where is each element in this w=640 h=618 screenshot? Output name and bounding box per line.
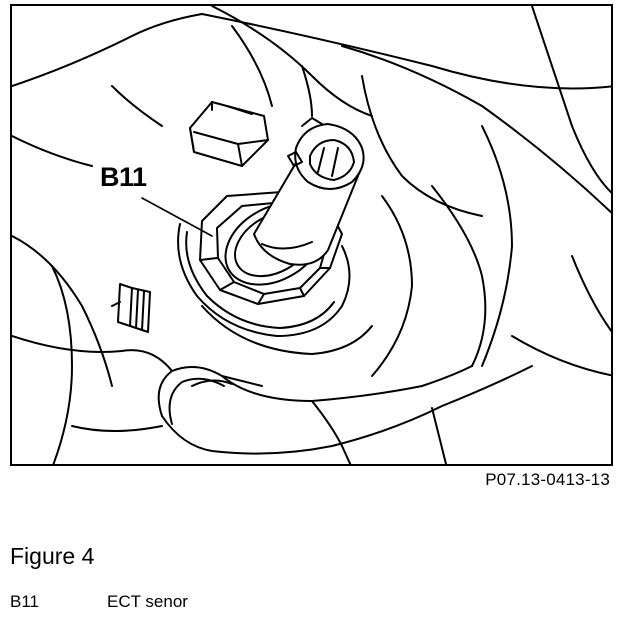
legend-description: ECT senor	[107, 592, 188, 611]
callout-label-b11: B11	[100, 162, 147, 192]
engine-line-drawing	[12, 6, 611, 464]
figure-caption: Figure 4	[10, 543, 95, 569]
legend-row: B11 ECT senor	[10, 592, 188, 612]
legend-code: B11	[10, 592, 39, 611]
figure-reference-code: P07.13-0413-13	[485, 470, 610, 489]
engine-illustration: B11	[10, 4, 613, 466]
